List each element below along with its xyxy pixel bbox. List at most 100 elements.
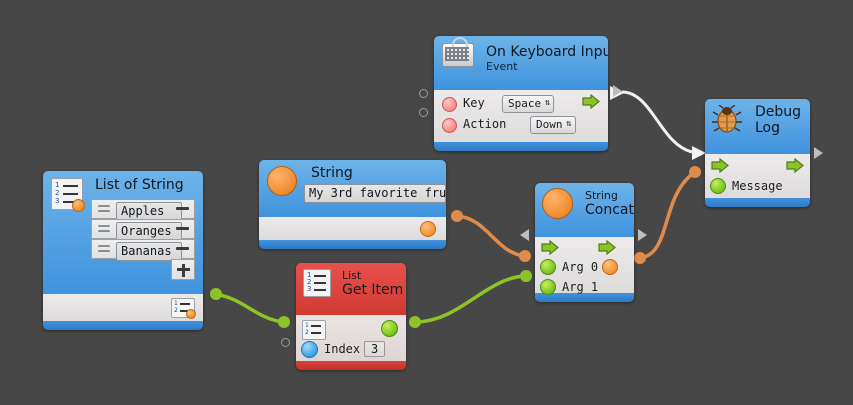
list-icon: 1 2 3: [303, 269, 331, 297]
port-string-out[interactable]: [420, 221, 436, 237]
list-item-value[interactable]: Bananas: [116, 242, 182, 261]
exec-out-arrow[interactable]: [582, 93, 600, 110]
exec-wire-arrow-end: [692, 146, 706, 160]
string-icon: [267, 166, 297, 196]
drag-handle-icon[interactable]: [98, 205, 110, 213]
node-header[interactable]: Debug Log: [705, 99, 810, 154]
index-input[interactable]: 3: [364, 341, 386, 357]
node-list-get-item[interactable]: 1 2 3 List Get Item 1 2 Index 3: [296, 263, 406, 370]
row-label-index: Index: [324, 342, 361, 356]
node-title: Debug: [755, 104, 802, 120]
connector-ring-action[interactable]: [419, 108, 428, 117]
list-type-dot: [72, 199, 85, 212]
wire-endpoint: [451, 210, 463, 222]
exec-out-arrow[interactable]: [598, 239, 616, 256]
node-subtitle: Event: [486, 60, 518, 73]
node-title: String: [585, 189, 618, 202]
drag-handle-icon[interactable]: [98, 225, 110, 233]
node-body: Message: [705, 154, 810, 198]
list-item-row[interactable]: Bananas: [91, 239, 195, 261]
exec-out-triangle-debug[interactable]: [814, 147, 823, 159]
node-footer: [43, 321, 203, 330]
port-arg1[interactable]: [540, 279, 556, 295]
chevron-updown-icon: ⇅: [544, 98, 551, 108]
exec-in-arrow[interactable]: [711, 157, 729, 174]
key-dropdown[interactable]: Space ⇅: [502, 95, 555, 113]
node-header[interactable]: 1 2 3 List Get Item: [296, 263, 406, 315]
remove-item-icon[interactable]: [176, 247, 189, 250]
node-header[interactable]: String My 3rd favorite fruit is:: [259, 160, 446, 217]
list-item-row[interactable]: Apples: [91, 199, 195, 221]
node-debug-log[interactable]: Debug Log Message: [705, 99, 810, 207]
node-title: List: [342, 269, 362, 282]
wire-endpoint: [520, 270, 532, 282]
node-footer: [535, 293, 634, 302]
node-subtitle: Concat: [585, 202, 634, 218]
node-string-concat[interactable]: String Concat Arg 0 Arg 1: [535, 183, 634, 302]
port-getitem-out[interactable]: [381, 320, 398, 337]
wire-concat-to-message: [639, 170, 697, 260]
remove-item-icon[interactable]: [176, 227, 189, 230]
row-action[interactable]: Action Down ⇅: [434, 115, 608, 136]
connector-ring-index[interactable]: [281, 338, 290, 347]
row-label-message: Message: [732, 179, 783, 193]
list-input-icon[interactable]: 1 2: [302, 320, 326, 340]
action-dropdown-value: Down: [536, 118, 563, 131]
string-icon: [542, 188, 573, 219]
node-title: On Keyboard Input: [486, 44, 608, 60]
row-label-key: Key: [463, 96, 485, 110]
wire-endpoint: [519, 250, 531, 262]
wire-list-to-getitem: [215, 292, 284, 324]
drag-handle-icon[interactable]: [98, 245, 110, 253]
node-header[interactable]: 1 2 3 List of String Apples Oranges Bana…: [43, 171, 203, 294]
list-item-row[interactable]: Oranges: [91, 219, 195, 241]
key-dropdown-value: Space: [508, 97, 542, 110]
list-item-value[interactable]: Oranges: [116, 222, 182, 241]
exec-out-triangle-keyboard[interactable]: [613, 85, 622, 97]
row-key[interactable]: Key Space ⇅: [434, 93, 608, 115]
node-list-of-string[interactable]: 1 2 3 List of String Apples Oranges Bana…: [43, 171, 203, 330]
port-key[interactable]: [442, 97, 457, 112]
port-arg0[interactable]: [540, 259, 556, 275]
node-on-keyboard-input[interactable]: On Keyboard Input Event Key Space ⇅ Ac: [434, 36, 608, 151]
port-action[interactable]: [442, 118, 457, 133]
remove-item-icon[interactable]: [176, 207, 189, 210]
node-subtitle: Log: [755, 120, 781, 136]
node-footer: [705, 198, 810, 207]
list-output-icon[interactable]: 1 2: [171, 298, 196, 319]
row-label-arg1: Arg 1: [562, 280, 599, 294]
exec-in-arrow[interactable]: [541, 239, 559, 256]
port-index[interactable]: [301, 341, 318, 358]
string-value-input[interactable]: My 3rd favorite fruit is:: [304, 184, 446, 203]
node-header[interactable]: String Concat: [535, 183, 634, 237]
node-body: 1 2: [43, 294, 203, 321]
exec-out-triangle-concat[interactable]: [638, 229, 647, 241]
node-footer: [259, 240, 446, 249]
connector-ring-key[interactable]: [419, 89, 428, 98]
node-body: [259, 217, 446, 240]
list-type-dot: [186, 309, 196, 319]
node-title: List of String: [95, 177, 184, 193]
chevron-updown-icon: ⇅: [566, 119, 572, 129]
node-footer: [296, 361, 406, 370]
wire-endpoint: [210, 288, 222, 300]
action-dropdown[interactable]: Down ⇅: [530, 116, 576, 134]
node-body: Key Space ⇅ Action Down ⇅: [434, 90, 608, 142]
exec-in-triangle-concat[interactable]: [520, 229, 529, 241]
port-message[interactable]: [710, 178, 726, 194]
port-concat-out[interactable]: [602, 259, 618, 275]
exec-out-arrow[interactable]: [786, 157, 804, 174]
bug-icon: [712, 104, 742, 133]
wire-endpoint: [409, 316, 421, 328]
wire-string-to-arg0: [456, 214, 525, 258]
row-label-action: Action: [463, 117, 507, 131]
wire-endpoint: [634, 252, 646, 264]
wire-exec-keyboard-to-debug: [621, 90, 693, 154]
node-header[interactable]: On Keyboard Input Event: [434, 36, 608, 90]
list-icon: 1 2 3: [51, 178, 85, 212]
wire-endpoint: [278, 316, 290, 328]
add-item-button[interactable]: [171, 259, 195, 280]
node-body: 1 2 Index 3: [296, 315, 406, 361]
node-string-literal[interactable]: String My 3rd favorite fruit is:: [259, 160, 446, 249]
